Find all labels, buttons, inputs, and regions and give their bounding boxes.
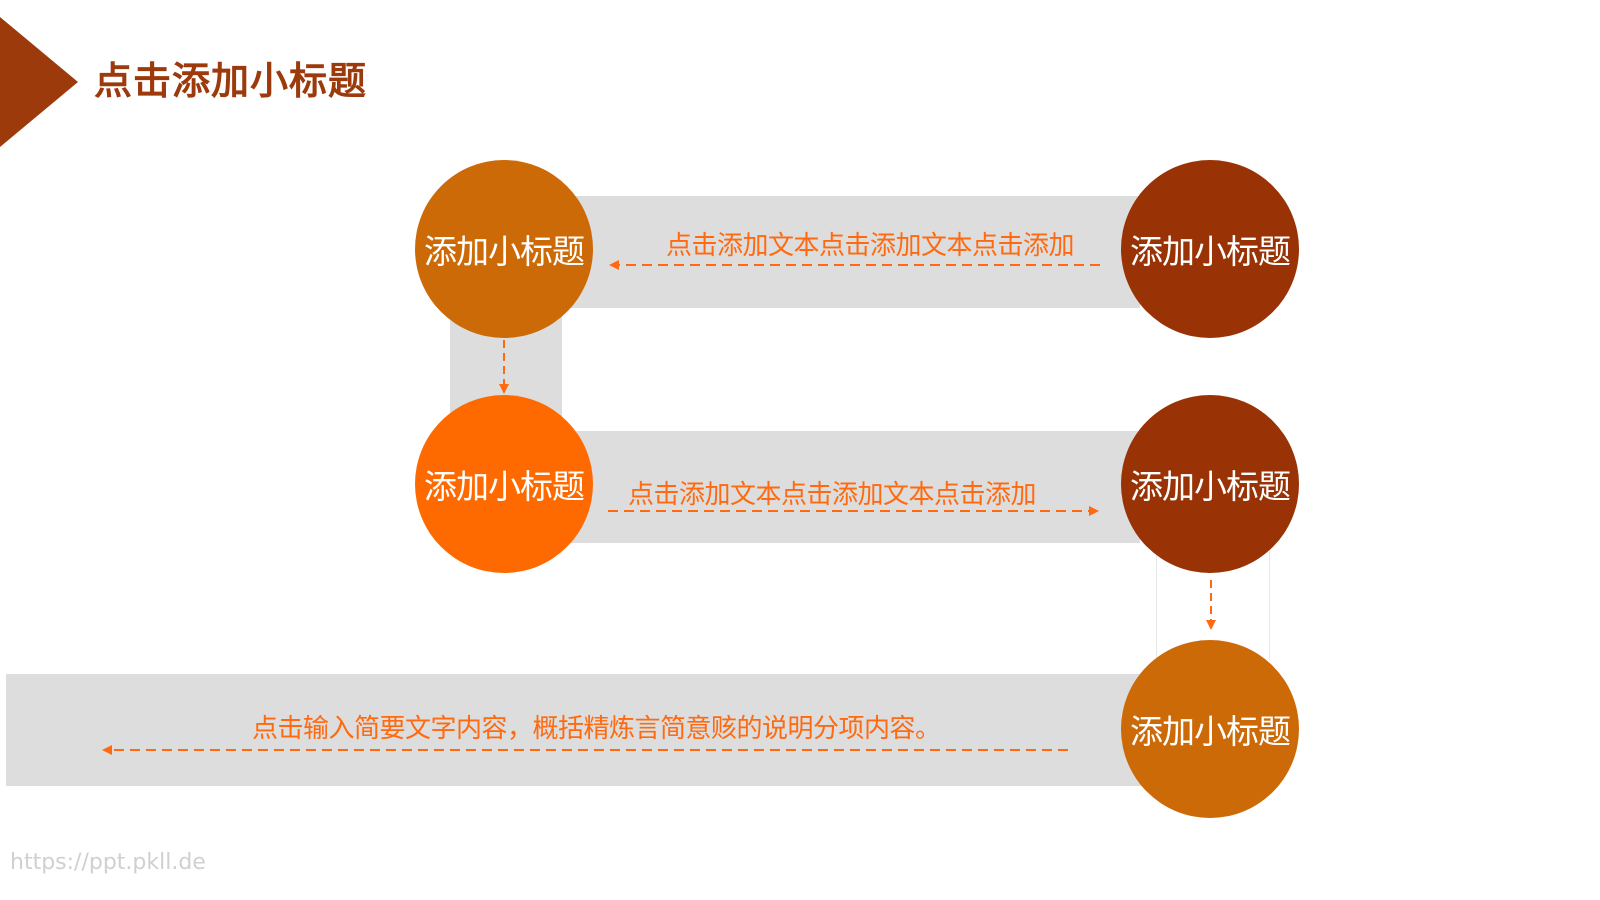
node-label: 添加小标题 (424, 467, 585, 506)
node-middle-right: 添加小标题 (1121, 395, 1299, 573)
connector-text-top: 点击添加文本点击添加文本点击添加 (666, 231, 1075, 261)
node-label: 添加小标题 (1130, 712, 1291, 751)
band-top-row (560, 196, 1140, 308)
band-right-connector (1156, 540, 1270, 660)
node-top-right: 添加小标题 (1121, 160, 1299, 338)
node-bottom-right: 添加小标题 (1121, 640, 1299, 818)
page-title: 点击添加小标题 (94, 59, 368, 103)
connector-text-middle: 点击添加文本点击添加文本点击添加 (628, 480, 1037, 510)
band-middle-row (560, 431, 1140, 543)
band-bottom-row (6, 674, 1166, 786)
node-label: 添加小标题 (1130, 232, 1291, 271)
corner-triangle-icon (0, 17, 78, 147)
node-middle-left: 添加小标题 (415, 395, 593, 573)
connector-text-bottom: 点击输入简要文字内容，概括精炼言简意赅的说明分项内容。 (252, 714, 941, 744)
node-top-left: 添加小标题 (415, 160, 593, 338)
watermark-text: https://ppt.pkll.de (10, 850, 206, 875)
node-label: 添加小标题 (1130, 467, 1291, 506)
node-label: 添加小标题 (424, 232, 585, 271)
